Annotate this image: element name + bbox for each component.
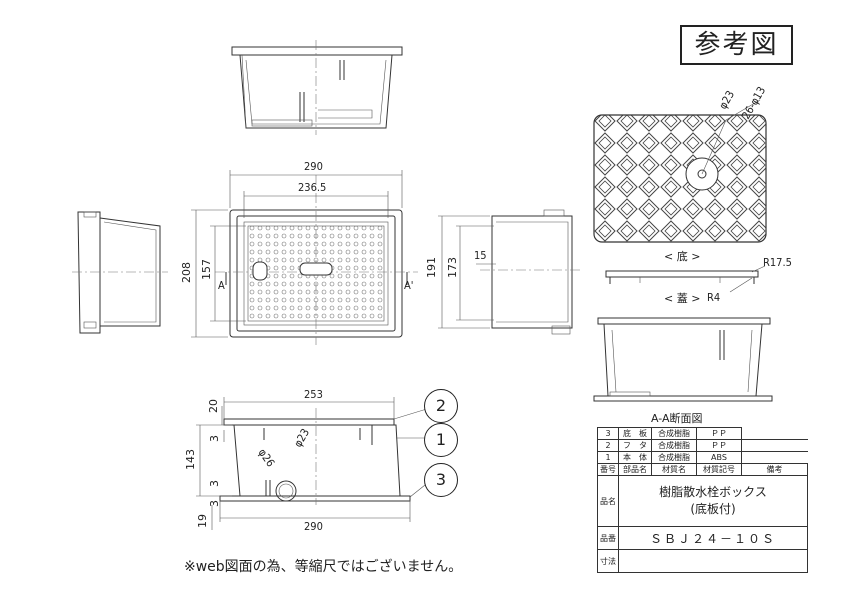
scale-note: ※web図面の為、等縮尺ではございません。 — [184, 559, 463, 575]
row-part-name: 底 板 — [618, 427, 652, 440]
row-material: 合成樹脂 — [651, 427, 697, 440]
row-part-name: フ タ — [618, 439, 652, 452]
plan-view — [191, 170, 418, 345]
bottom-plate-view — [593, 99, 767, 243]
row-no: 2 — [597, 439, 619, 452]
dim-173: 173 — [446, 257, 459, 278]
size-label: 寸法 — [597, 549, 619, 573]
dim-208: 208 — [180, 262, 193, 283]
dim-r4: R4 — [707, 291, 720, 304]
caption-bottom: < 底 > — [664, 250, 701, 263]
dim-143: 143 — [184, 449, 197, 470]
right-side-view — [438, 209, 580, 335]
row-material: 合成樹脂 — [651, 439, 697, 452]
row-remark — [741, 427, 808, 440]
dim-236-5: 236.5 — [298, 181, 326, 194]
caption-section: A-A断面図 — [651, 412, 703, 425]
reference-drawing-label: 参考図 — [680, 25, 793, 65]
product-name: 樹脂散水栓ボックス — [659, 485, 767, 499]
dim-290-top: 290 — [304, 160, 323, 173]
product-name-row: 品名 樹脂散水栓ボックス (底板付) — [597, 475, 808, 527]
balloon-1: 1 — [424, 423, 458, 457]
dim-253: 253 — [304, 388, 323, 401]
size-value — [618, 549, 808, 573]
dim-3-b: 3 — [208, 480, 221, 487]
product-name-sub: (底板付) — [690, 502, 736, 516]
table-row: 3 底 板 合成樹脂 ＰＰ — [597, 427, 808, 440]
balloon-3: 3 — [424, 463, 458, 497]
section-view — [593, 317, 773, 402]
row-part-name: 本 体 — [618, 451, 652, 464]
dim-phi23-top: φ23 — [716, 88, 737, 111]
dim-19: 19 — [196, 514, 209, 528]
row-remark — [741, 439, 808, 452]
left-side-view — [72, 211, 168, 334]
size-row: 寸法 — [597, 549, 808, 573]
dim-3-a: 3 — [208, 435, 221, 442]
parts-table: 3 底 板 合成樹脂 ＰＰ 2 フ タ 合成樹脂 ＰＰ 1 本 体 合成樹脂 A… — [597, 427, 808, 573]
header-part-name: 部品名 — [618, 463, 652, 476]
product-number-row: 品番 ＳＢＪ２４－１０Ｓ — [597, 526, 808, 550]
cover-profile-view — [605, 265, 766, 293]
section-mark-a: A — [218, 279, 225, 292]
dim-26-phi13: 26-φ13 — [739, 84, 768, 121]
dim-15: 15 — [474, 249, 487, 262]
product-number-label: 品番 — [597, 526, 619, 550]
header-no: 番号 — [597, 463, 619, 476]
row-code: ＰＰ — [696, 427, 742, 440]
table-header-row: 番号 部品名 材質名 材質記号 備考 — [597, 463, 808, 476]
row-code: ABS — [696, 451, 742, 464]
row-remark — [741, 451, 808, 464]
dim-290-bottom: 290 — [304, 520, 323, 533]
dim-r17-5: R17.5 — [763, 256, 792, 269]
bottom-front-view — [196, 397, 431, 530]
dim-phi23-side: φ23 — [291, 426, 312, 449]
dim-191: 191 — [425, 257, 438, 278]
header-code: 材質記号 — [696, 463, 742, 476]
row-no: 3 — [597, 427, 619, 440]
row-code: ＰＰ — [696, 439, 742, 452]
dim-phi26: φ26 — [256, 446, 278, 469]
front-view-top — [231, 40, 403, 135]
balloon-2: 2 — [424, 389, 458, 423]
dim-3-c: 3 — [208, 500, 221, 507]
table-row: 2 フ タ 合成樹脂 ＰＰ — [597, 439, 808, 452]
dim-20: 20 — [207, 399, 220, 413]
header-remark: 備考 — [741, 463, 808, 476]
header-material: 材質名 — [651, 463, 697, 476]
caption-cover: < 蓋 > — [664, 292, 701, 305]
table-row: 1 本 体 合成樹脂 ABS — [597, 451, 808, 464]
row-material: 合成樹脂 — [651, 451, 697, 464]
dim-157: 157 — [200, 259, 213, 280]
section-mark-a-prime: A' — [404, 279, 414, 292]
product-name-cell: 樹脂散水栓ボックス (底板付) — [618, 475, 808, 527]
product-name-label: 品名 — [597, 475, 619, 527]
product-number: ＳＢＪ２４－１０Ｓ — [618, 526, 808, 550]
row-no: 1 — [597, 451, 619, 464]
